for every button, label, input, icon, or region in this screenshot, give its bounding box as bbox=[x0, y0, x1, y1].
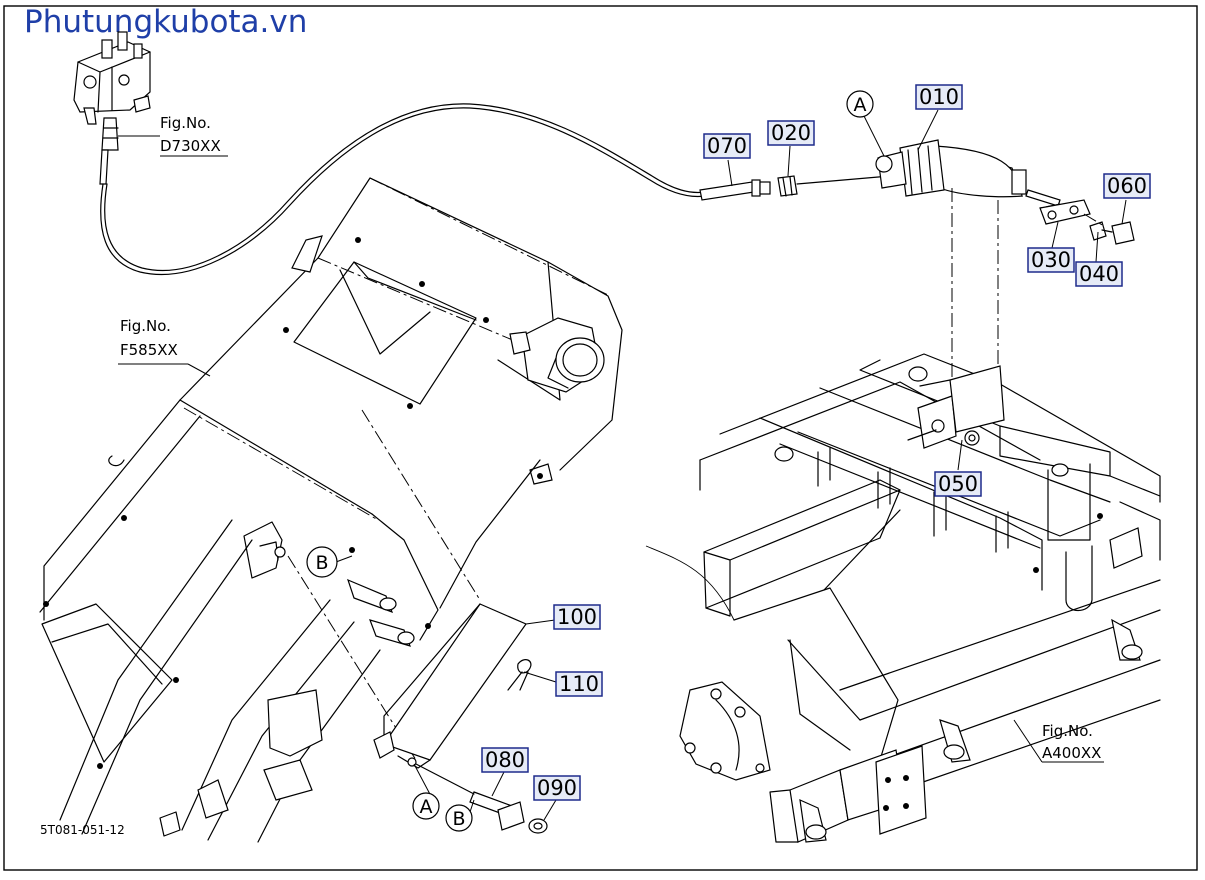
svg-text:D730XX: D730XX bbox=[160, 137, 221, 155]
svg-text:B: B bbox=[452, 808, 465, 830]
svg-text:070: 070 bbox=[707, 134, 747, 158]
callout-090[interactable]: 090 bbox=[533, 775, 581, 801]
drawing-code: 5T081-051-12 bbox=[40, 823, 125, 837]
plate-030 bbox=[1039, 199, 1091, 225]
svg-text:100: 100 bbox=[557, 605, 597, 629]
svg-text:040: 040 bbox=[1079, 262, 1119, 286]
control-valve-drawing bbox=[73, 31, 151, 185]
nut-090 bbox=[528, 818, 548, 834]
callout-080[interactable]: 080 bbox=[481, 747, 529, 773]
hose-fitting-070 bbox=[699, 179, 771, 201]
marker-b-bottom: B bbox=[445, 804, 473, 832]
svg-text:080: 080 bbox=[485, 748, 525, 772]
marker-a-bottom: A bbox=[412, 792, 440, 820]
callout-leaders bbox=[118, 109, 1127, 821]
callout-100[interactable]: 100 bbox=[553, 604, 601, 630]
svg-text:020: 020 bbox=[771, 121, 811, 145]
site-watermark: Phutungkubota.vn bbox=[24, 4, 308, 40]
svg-text:Fig.No.: Fig.No. bbox=[1042, 722, 1093, 740]
svg-text:010: 010 bbox=[919, 85, 959, 109]
callout-010[interactable]: 010 bbox=[915, 84, 963, 110]
callout-020[interactable]: 020 bbox=[767, 120, 815, 146]
svg-text:B: B bbox=[315, 552, 328, 574]
callout-060[interactable]: 060 bbox=[1103, 173, 1151, 199]
figure-ref-f585[interactable]: Fig.No. F585XX bbox=[120, 317, 178, 359]
marker-a-top: A bbox=[846, 90, 874, 118]
svg-text:Fig.No.: Fig.No. bbox=[120, 317, 171, 335]
hydraulic-hose bbox=[100, 107, 706, 276]
svg-text:A: A bbox=[420, 796, 433, 818]
hydraulic-cylinder-010 bbox=[875, 139, 1061, 207]
svg-text:110: 110 bbox=[559, 672, 599, 696]
pin-080 bbox=[415, 763, 525, 831]
bracket-100 bbox=[373, 603, 527, 769]
clip-110 bbox=[507, 659, 532, 691]
callout-030[interactable]: 030 bbox=[1027, 247, 1075, 273]
washer-040 bbox=[1089, 221, 1107, 241]
callout-070[interactable]: 070 bbox=[703, 133, 751, 159]
adapter-020 bbox=[777, 175, 798, 197]
callout-050[interactable]: 050 bbox=[934, 471, 982, 497]
figure-ref-a400[interactable]: Fig.No. A400XX bbox=[1042, 722, 1101, 762]
figure-ref-d730[interactable]: Fig.No. D730XX bbox=[160, 114, 221, 155]
svg-text:A400XX: A400XX bbox=[1042, 744, 1101, 762]
svg-text:090: 090 bbox=[537, 776, 577, 800]
svg-text:060: 060 bbox=[1107, 174, 1147, 198]
callout-040[interactable]: 040 bbox=[1075, 261, 1123, 287]
marker-b-mid: B bbox=[306, 546, 338, 578]
svg-text:A: A bbox=[854, 94, 867, 116]
diagram-frame bbox=[3, 5, 1198, 871]
tractor-main-frame bbox=[645, 353, 1161, 843]
svg-text:Fig.No.: Fig.No. bbox=[160, 114, 211, 132]
svg-text:050: 050 bbox=[938, 472, 978, 496]
svg-text:F585XX: F585XX bbox=[120, 341, 178, 359]
svg-text:030: 030 bbox=[1031, 248, 1071, 272]
front-loader-frame bbox=[39, 177, 623, 843]
callout-110[interactable]: 110 bbox=[555, 671, 603, 697]
bolt-060 bbox=[1101, 221, 1135, 245]
